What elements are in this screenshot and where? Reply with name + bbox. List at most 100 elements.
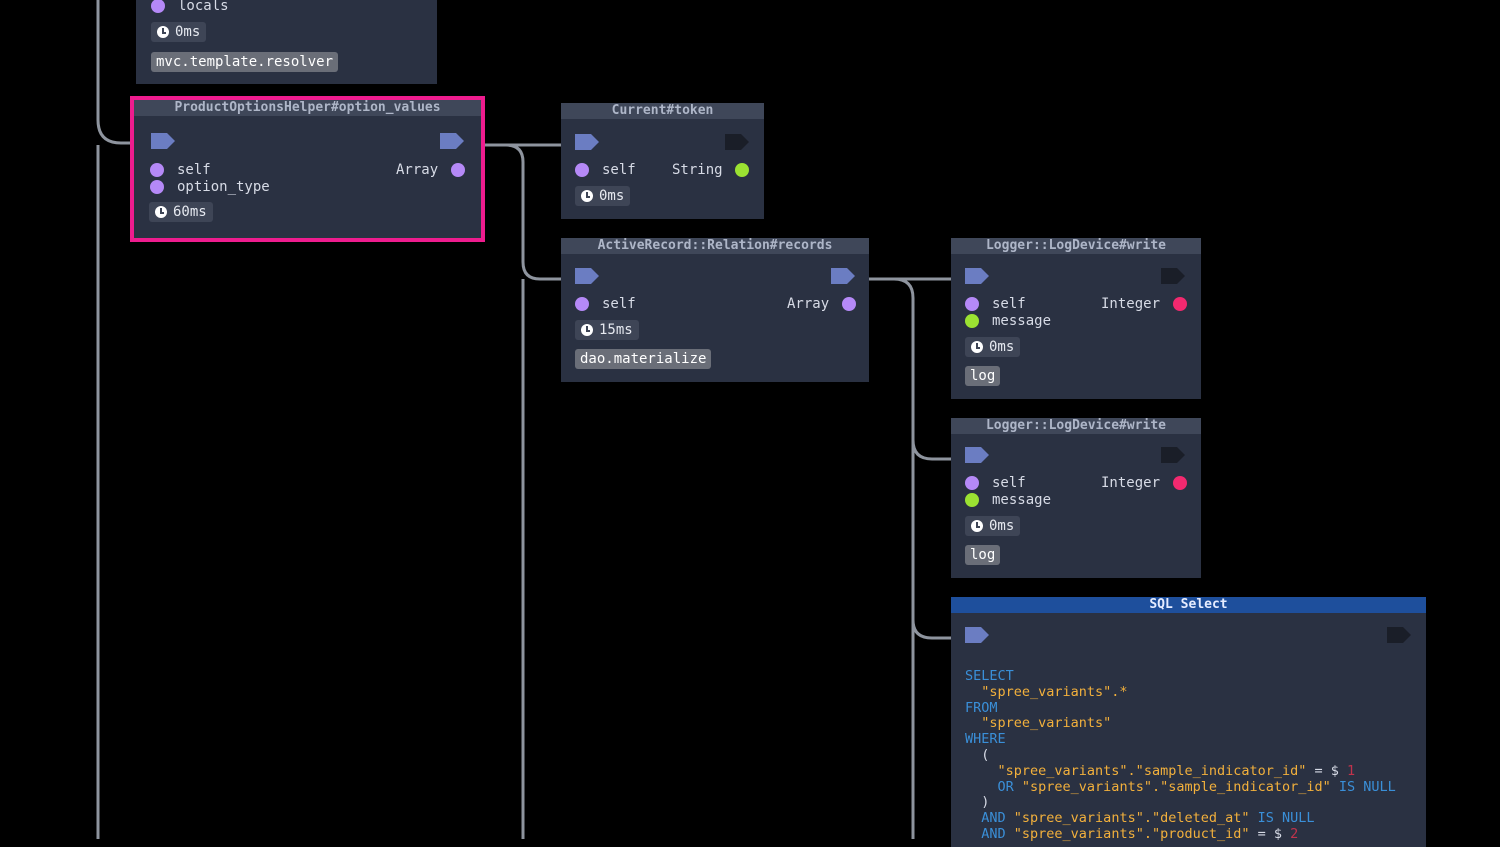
flow-out-icon[interactable] (1161, 447, 1185, 463)
flow-in-icon[interactable] (965, 447, 989, 463)
duration-badge: 0ms (965, 337, 1021, 357)
duration-badge: 15ms (575, 320, 639, 340)
sql-line: FROM (965, 699, 1396, 717)
sql-token: 1 (1347, 762, 1356, 779)
sql-line: WHERE (965, 731, 1396, 748)
sql-line: "spree_variants".* (965, 684, 1396, 701)
input-port-self[interactable] (965, 297, 979, 311)
duration-value: 0ms (599, 188, 625, 204)
sql-token (965, 810, 981, 826)
sql-token: SELECT (965, 668, 1014, 684)
flow-out-icon[interactable] (1387, 627, 1411, 643)
input-label-message: message (992, 492, 1052, 508)
duration-value: 0ms (989, 518, 1015, 534)
output-port-string[interactable] (735, 163, 749, 177)
node-title: Current#token (561, 103, 764, 119)
sql-token: = $ (1306, 762, 1348, 779)
flow-out-icon[interactable] (725, 134, 749, 150)
node-title: ActiveRecord::Relation#records (561, 238, 869, 254)
sql-token: = $ (1249, 825, 1291, 842)
sql-token: IS NULL (1249, 810, 1315, 827)
duration-value: 0ms (989, 339, 1015, 355)
event-tag[interactable]: log (965, 366, 1001, 386)
node-current-token[interactable]: Current#token self String 0ms (561, 103, 764, 219)
input-port-option-type[interactable] (150, 180, 164, 194)
sql-token: AND (981, 810, 1014, 827)
duration-value: 60ms (173, 204, 207, 220)
flow-in-icon[interactable] (575, 268, 599, 284)
sql-token (965, 779, 998, 795)
output-port-array[interactable] (451, 163, 465, 177)
sql-token: IS NULL (1330, 778, 1396, 795)
clock-icon (971, 341, 983, 353)
node-title: Logger::LogDevice#write (951, 238, 1201, 254)
duration-value: 15ms (599, 322, 633, 338)
clock-icon (581, 190, 593, 202)
flow-out-icon[interactable] (1161, 268, 1185, 284)
sql-token (965, 684, 981, 700)
sql-token: "spree_variants"."product_id" (1013, 825, 1250, 842)
flow-out-icon[interactable] (831, 268, 855, 284)
flow-in-icon[interactable] (575, 134, 599, 150)
sql-line: "spree_variants"."sample_indicator_id" =… (965, 762, 1396, 780)
output-port-integer[interactable] (1173, 476, 1187, 490)
event-tag[interactable]: mvc.template.resolver (151, 52, 339, 72)
sql-token: "spree_variants" (981, 715, 1112, 732)
sql-token: OR (997, 778, 1022, 795)
node-logger-write-1[interactable]: Logger::LogDevice#write self message Int… (951, 238, 1201, 399)
input-port-locals[interactable] (151, 0, 165, 13)
node-template-render[interactable]: locals 0ms mvc.template.resolver (136, 0, 437, 84)
node-product-options-helper[interactable]: ProductOptionsHelper#option_values self … (130, 96, 485, 242)
sql-token: ( (965, 746, 990, 763)
sql-token: "spree_variants"."sample_indicator_id" (997, 762, 1307, 779)
duration-value: 0ms (175, 24, 201, 40)
sql-token: "spree_variants"."sample_indicator_id" (1021, 778, 1331, 795)
output-label-integer: Integer (1101, 296, 1161, 312)
event-tag[interactable]: log (965, 545, 1001, 565)
sql-token: FROM (965, 699, 998, 716)
output-label-integer: Integer (1101, 475, 1161, 491)
sql-token: "spree_variants"."deleted_at" (1013, 810, 1250, 827)
sql-line: ( (965, 746, 1396, 764)
input-port-message[interactable] (965, 493, 979, 507)
input-label-self: self (177, 162, 211, 178)
output-label-array: Array (787, 296, 830, 312)
input-port-message[interactable] (965, 314, 979, 328)
input-label-option-type: option_type (177, 179, 270, 195)
clock-icon (157, 26, 169, 38)
input-label-self: self (992, 296, 1026, 312)
input-label-self: self (992, 475, 1026, 491)
output-label-string: String (672, 162, 723, 178)
input-port-self[interactable] (150, 163, 164, 177)
node-title: Logger::LogDevice#write (951, 418, 1201, 434)
flow-in-icon[interactable] (965, 268, 989, 284)
input-port-self[interactable] (575, 163, 589, 177)
flow-out-icon[interactable] (440, 133, 464, 149)
sql-line: OR "spree_variants"."sample_indicator_id… (965, 778, 1396, 796)
event-tag[interactable]: dao.materialize (575, 349, 712, 369)
output-port-integer[interactable] (1173, 297, 1187, 311)
flow-in-icon[interactable] (965, 627, 989, 643)
node-sql-select[interactable]: SQL Select SELECT "spree_variants".*FROM… (951, 597, 1426, 847)
flow-in-icon[interactable] (151, 133, 175, 149)
sql-token: ) (965, 794, 990, 811)
node-logger-write-2[interactable]: Logger::LogDevice#write self message Int… (951, 418, 1201, 578)
input-label-self: self (602, 296, 636, 312)
input-port-self[interactable] (965, 476, 979, 490)
sql-token: AND (981, 825, 1014, 842)
input-label-message: message (992, 313, 1052, 329)
node-title: SQL Select (951, 597, 1426, 613)
sql-line: ) (965, 794, 1396, 811)
sql-line: AND "spree_variants"."product_id" = $ 2 (965, 825, 1396, 843)
input-label-self: self (602, 162, 636, 178)
node-relation-records[interactable]: ActiveRecord::Relation#records self Arra… (561, 238, 869, 382)
clock-icon (581, 324, 593, 336)
duration-badge: 0ms (965, 516, 1021, 536)
input-port-self[interactable] (575, 297, 589, 311)
duration-badge: 0ms (151, 22, 207, 42)
sql-token (965, 715, 981, 731)
sql-line: "spree_variants" (965, 715, 1396, 732)
output-port-array[interactable] (842, 297, 856, 311)
sql-token: WHERE (965, 731, 1006, 748)
